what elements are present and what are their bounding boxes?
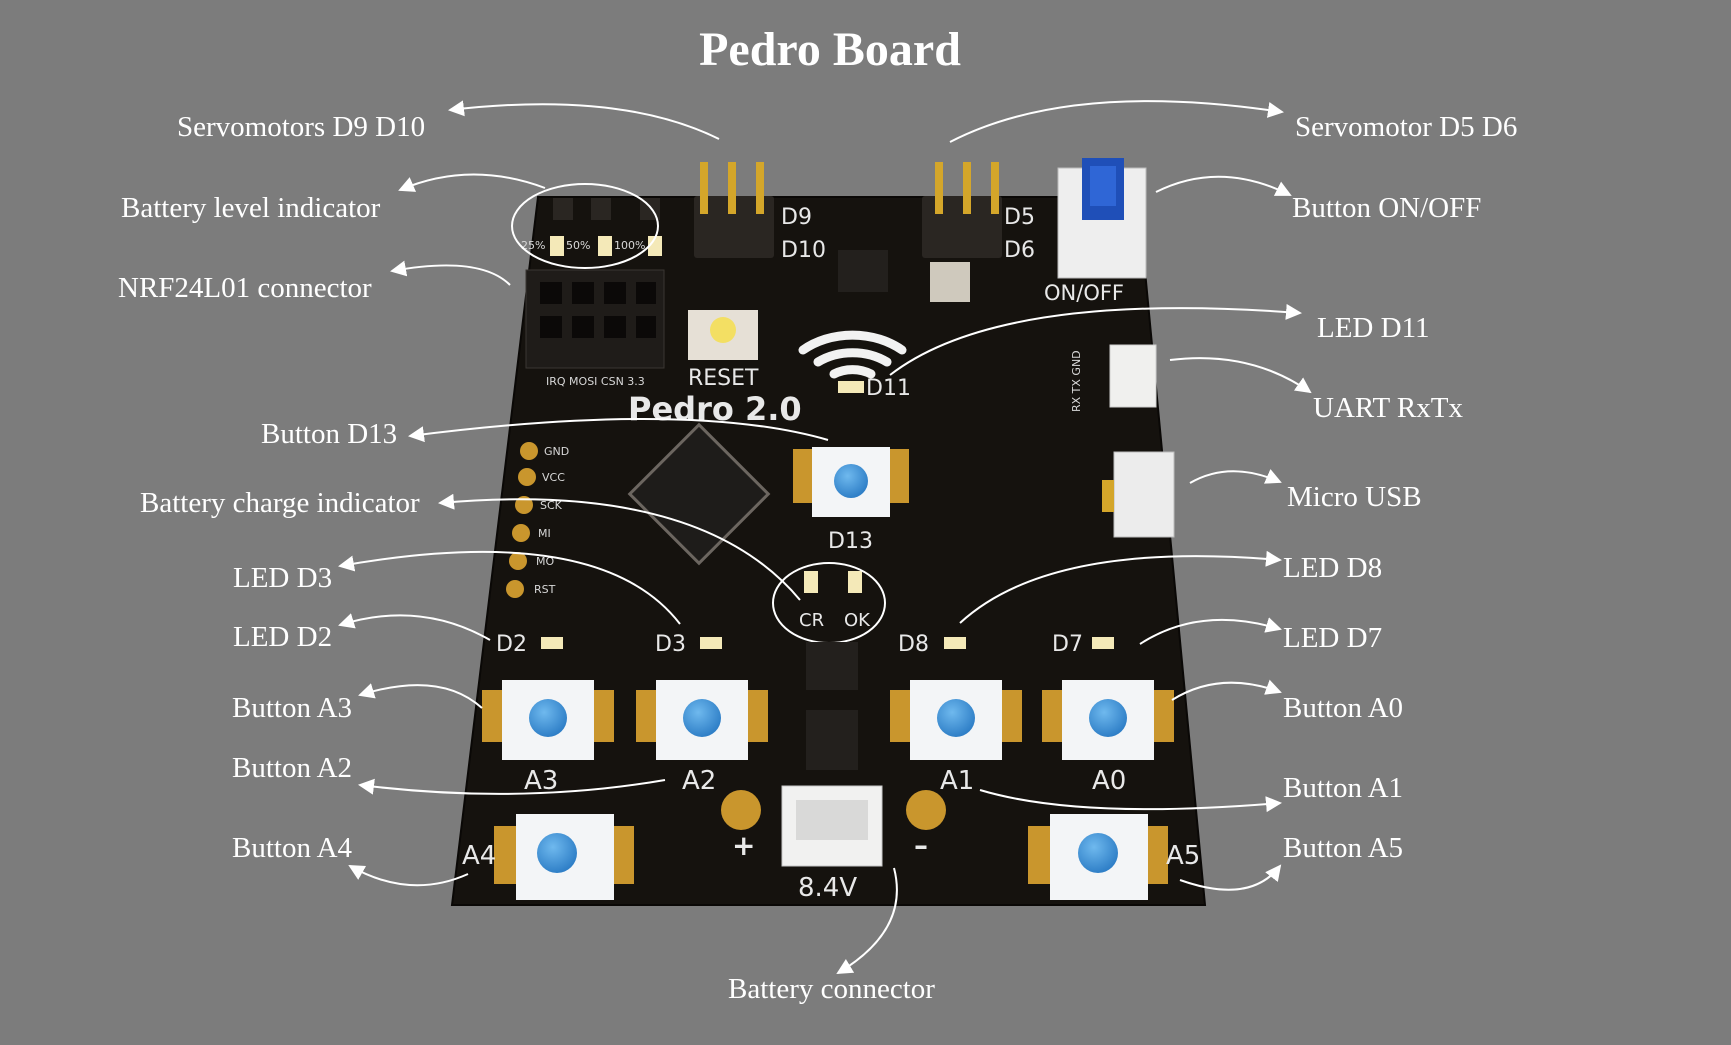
- arrow-servomotors-d9-d10: [450, 104, 719, 139]
- label-led-d3: LED D3: [233, 564, 332, 593]
- driver-ic: [806, 710, 858, 770]
- arrow-led-d2: [340, 615, 490, 640]
- silk-a1: A1: [940, 766, 974, 796]
- silk-nrf-pins: IRQ MOSI CSN 3.3: [546, 375, 645, 388]
- label-battery-connector: Battery connector: [728, 975, 935, 1004]
- header-d5-d6: [922, 162, 1002, 258]
- silk-cr: CR: [799, 610, 824, 631]
- arrow-button-a3: [360, 685, 482, 708]
- silk-d5: D5: [1004, 205, 1035, 230]
- silk-bat-50: 50%: [566, 239, 590, 252]
- label-servomotors-d9-d10: Servomotors D9 D10: [177, 113, 425, 142]
- battery-pad-minus: [906, 790, 946, 830]
- label-battery-level-indicator: Battery level indicator: [121, 194, 380, 223]
- charger-ic: [806, 642, 858, 690]
- silk-d8: D8: [898, 632, 929, 657]
- arrow-button-on-off: [1156, 177, 1290, 195]
- label-nrf24l01-connector: NRF24L01 connector: [118, 274, 372, 303]
- led-d11: [838, 381, 864, 393]
- silk-d7: D7: [1052, 632, 1083, 657]
- inductor: [930, 262, 970, 302]
- silk-a5: A5: [1166, 841, 1200, 871]
- silk-pin-gnd: GND: [544, 445, 569, 458]
- silk-a0: A0: [1092, 766, 1126, 796]
- label-servomotor-d5-d6: Servomotor D5 D6: [1295, 113, 1517, 142]
- label-button-a0: Button A0: [1283, 694, 1403, 723]
- silk-d13: D13: [828, 529, 873, 554]
- label-button-a5: Button A5: [1283, 834, 1403, 863]
- silk-d9: D9: [781, 205, 812, 230]
- led-charge-cr: [804, 571, 818, 593]
- arrow-button-a4: [350, 866, 468, 885]
- label-uart-rxtx: UART RxTx: [1313, 394, 1463, 423]
- silk-d10: D10: [781, 238, 826, 263]
- silk-pin-mi: MI: [538, 527, 551, 540]
- switch-on-off: [1058, 158, 1146, 278]
- regulator-ic: [838, 250, 888, 292]
- label-button-a1: Button A1: [1283, 774, 1403, 803]
- silk-a4: A4: [462, 841, 496, 871]
- label-micro-usb: Micro USB: [1287, 483, 1422, 512]
- label-led-d8: LED D8: [1283, 554, 1382, 583]
- label-led-d11: LED D11: [1317, 314, 1430, 343]
- arrow-servomotor-d5-d6: [950, 101, 1282, 142]
- label-battery-charge-indicator: Battery charge indicator: [140, 489, 420, 518]
- silk-pin-rst: RST: [534, 583, 556, 596]
- arrow-uart-rxtx: [1170, 358, 1310, 392]
- label-button-a4: Button A4: [232, 834, 352, 863]
- silk-bat-100: 100%: [614, 239, 645, 252]
- nrf24l01-socket: [526, 270, 664, 368]
- silk-uart-pins: RX TX GND: [1070, 350, 1083, 412]
- silk-voltage: 8.4V: [798, 873, 857, 903]
- silk-ok: OK: [844, 610, 871, 631]
- silk-d6: D6: [1004, 238, 1035, 263]
- silk-d11: D11: [866, 376, 911, 401]
- silk-a2: A2: [682, 766, 716, 796]
- label-button-d13: Button D13: [261, 420, 397, 449]
- silk-d2: D2: [496, 632, 527, 657]
- uart-connector: [1110, 345, 1156, 407]
- label-button-a2: Button A2: [232, 754, 352, 783]
- silk-minus: –: [914, 829, 928, 862]
- led-charge-ok: [848, 571, 862, 593]
- led-d7: [1092, 637, 1114, 649]
- silk-on-off: ON/OFF: [1044, 281, 1124, 305]
- label-led-d2: LED D2: [233, 623, 332, 652]
- battery-pad-plus: [721, 790, 761, 830]
- silk-d3: D3: [655, 632, 686, 657]
- label-button-on-off: Button ON/OFF: [1292, 194, 1481, 223]
- label-button-a3: Button A3: [232, 694, 352, 723]
- arrow-button-a0: [1172, 683, 1280, 700]
- arrow-nrf24l01-connector: [392, 265, 510, 285]
- led-d2: [541, 637, 563, 649]
- header-d9-d10: [694, 162, 774, 258]
- arrow-micro-usb: [1190, 471, 1280, 483]
- label-led-d7: LED D7: [1283, 624, 1382, 653]
- arrow-battery-level-indicator: [400, 174, 545, 190]
- silk-plus: +: [732, 829, 755, 862]
- silk-pin-vcc: VCC: [542, 471, 565, 484]
- led-d8: [944, 637, 966, 649]
- reset-button-part: [688, 310, 758, 360]
- battery-jst-connector: [782, 786, 882, 866]
- led-d3: [700, 637, 722, 649]
- silk-reset: RESET: [688, 366, 759, 391]
